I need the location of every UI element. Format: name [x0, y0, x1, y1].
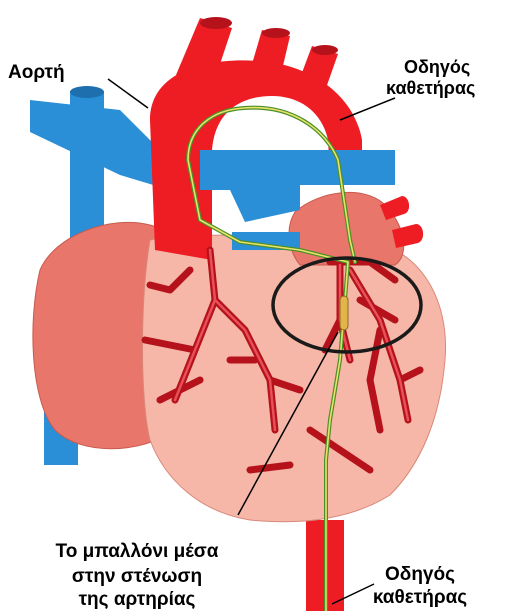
- vena-cava-opening: [70, 86, 104, 98]
- aorta-label: Αορτή: [8, 62, 65, 83]
- balloon-label-line2: στην στένωση: [72, 566, 202, 587]
- balloon-label-line3: της αρτηρίας: [79, 589, 196, 610]
- guide-catheter-top-label-line2: καθετήρας: [386, 78, 475, 98]
- aorta-branch-3-opening: [312, 45, 338, 55]
- aorta-pointer-line: [108, 79, 148, 108]
- balloon: [340, 296, 348, 330]
- guide-catheter-bottom-label-line2: καθετήρας: [373, 587, 467, 608]
- aorta-branch-1-opening: [200, 17, 232, 29]
- balloon-label-line1: Το μπαλλόνι μέσα: [56, 541, 219, 562]
- aorta-branch-2-opening: [262, 28, 290, 38]
- guide-catheter-bottom-label-line1: Οδηγός: [385, 564, 455, 585]
- guide-catheter-top-label-line1: Οδηγός: [404, 57, 470, 77]
